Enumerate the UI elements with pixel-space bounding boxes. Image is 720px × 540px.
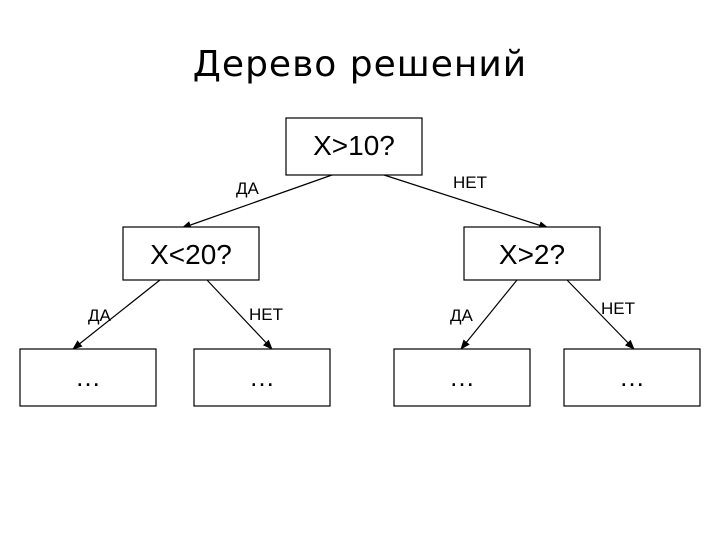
- leaf-1-box: [19, 348, 157, 407]
- edge-root-right: [383, 174, 549, 230]
- leaf-3-label: …: [449, 362, 475, 392]
- edge-label-right-left: ДА: [450, 306, 474, 325]
- edge-label-left-right: НЕТ: [249, 305, 283, 324]
- leaf-1-label: …: [75, 362, 101, 392]
- edge-left-right: [206, 279, 273, 350]
- slide-title: Дерево решений: [192, 44, 528, 85]
- edge-label-right-right: НЕТ: [601, 299, 635, 318]
- node-left-label: X<20?: [150, 239, 232, 270]
- edge-right-right: [566, 279, 635, 350]
- edge-label-root-left: ДА: [236, 179, 260, 198]
- edge-label-left-left: ДА: [88, 306, 112, 325]
- edge-root-left: [181, 174, 333, 229]
- edge-label-root-right: НЕТ: [453, 173, 487, 192]
- node-root-label: X>10?: [313, 130, 395, 161]
- node-right-label: X>2?: [499, 239, 565, 270]
- leaf-2-box: [193, 348, 331, 407]
- edge-left-left: [72, 279, 161, 350]
- edge-right-left: [460, 279, 518, 350]
- node-left-box: [122, 226, 260, 281]
- leaf-2-label: …: [249, 362, 275, 392]
- leaf-3-box: [393, 348, 531, 407]
- node-right-box: [463, 226, 601, 281]
- leaf-4-label: …: [619, 362, 645, 392]
- node-root-box: [285, 117, 423, 176]
- leaf-4-box: [563, 348, 701, 407]
